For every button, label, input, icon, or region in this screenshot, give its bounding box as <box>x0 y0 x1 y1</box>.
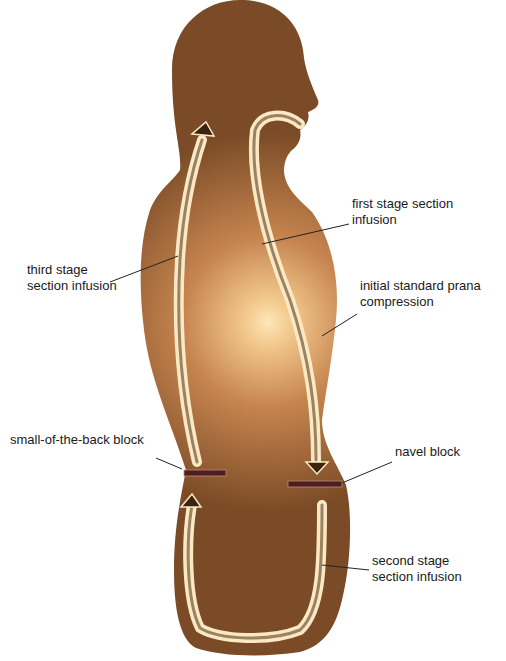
body-silhouette <box>141 0 350 655</box>
third-stage-channel-core <box>179 140 202 462</box>
leader-line <box>342 462 392 483</box>
leader-line <box>262 224 349 244</box>
leader-line <box>322 565 369 570</box>
callout-label: second stage section infusion <box>372 553 484 585</box>
leader-line <box>156 458 182 469</box>
third-stage-channel <box>179 140 202 462</box>
first-stage-channel-core <box>254 116 316 460</box>
leader-line <box>322 314 357 336</box>
small-of-the-back-block <box>184 470 226 476</box>
second-stage-channel <box>188 505 322 638</box>
second-stage-channel-core <box>188 505 322 638</box>
arrowhead <box>192 122 214 136</box>
navel-block <box>288 481 342 487</box>
first-stage-channel <box>254 116 316 460</box>
callout-label: first stage section infusion <box>352 196 464 228</box>
arrowhead <box>181 494 201 507</box>
callout-label: small-of-the-back block <box>10 432 144 448</box>
arrowhead <box>306 462 328 474</box>
leader-line <box>110 256 178 282</box>
callout-label: initial standard prana compression <box>360 278 492 310</box>
callout-label: navel block <box>395 444 460 460</box>
callout-label: third stage section infusion <box>27 262 127 294</box>
